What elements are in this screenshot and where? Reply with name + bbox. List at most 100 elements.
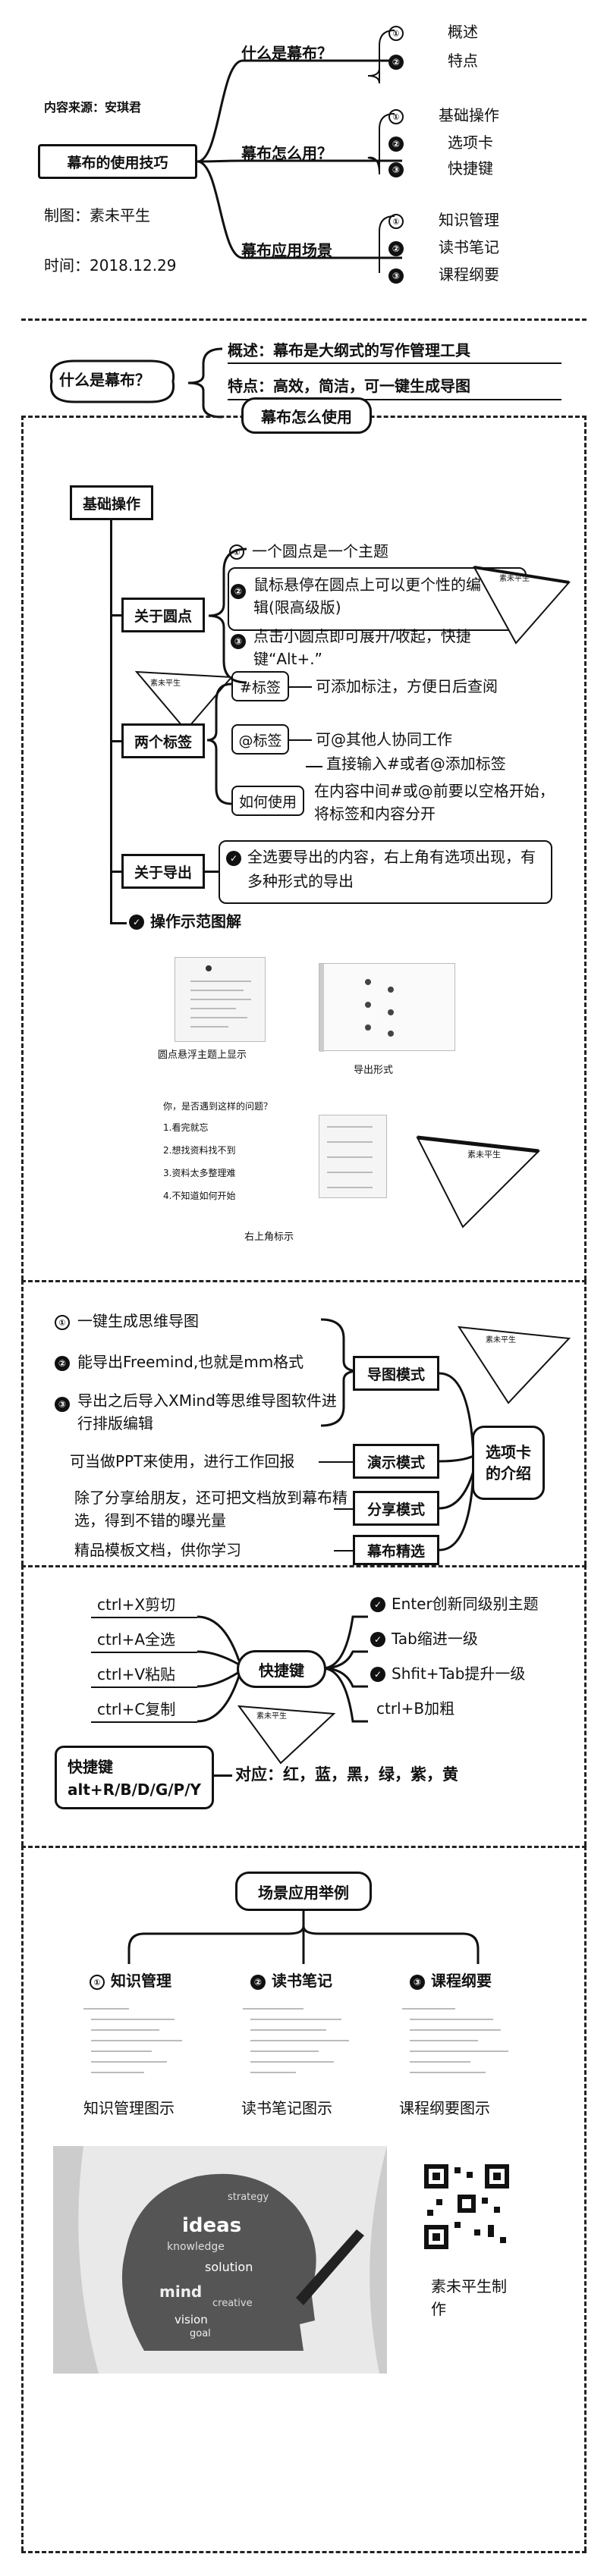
- underline: [228, 399, 561, 400]
- connector: [334, 1508, 353, 1510]
- signature-text: 素未平生: [499, 575, 530, 583]
- text-line: [190, 1008, 236, 1009]
- basic-ops-label: 基础操作: [82, 495, 140, 513]
- dots-brace: [208, 548, 247, 684]
- scene-caption: 知识管理图示: [83, 2099, 175, 2117]
- text-line: [190, 981, 251, 982]
- connector: [289, 686, 312, 688]
- tags-box: 两个标签: [121, 723, 205, 758]
- text-line: [250, 2029, 326, 2031]
- scene-caption: 课程纲要图示: [399, 2099, 490, 2117]
- connector: [289, 739, 312, 741]
- present-desc: 可当做PPT来使用，进行工作回报: [70, 1452, 295, 1470]
- num-icon: ③: [388, 268, 404, 284]
- dot-icon: [206, 965, 212, 971]
- shortcut-center-label: 快捷键: [259, 1661, 304, 1680]
- mindmap-mode-label: 导图模式: [366, 1366, 425, 1383]
- text-line: [327, 1187, 373, 1188]
- text-line: [327, 1156, 373, 1158]
- what-summary: 概述：幕布是大纲式的写作管理工具: [228, 341, 470, 359]
- signature-text: 素未平生: [256, 1712, 287, 1721]
- art-word: mind: [159, 2283, 203, 2301]
- connector: [110, 871, 127, 873]
- demo-icon: ✓: [129, 915, 144, 930]
- num-icon: ②: [231, 584, 246, 599]
- scene-thumb-reading: [235, 2002, 364, 2085]
- screenshot-text: 你，是否遇到这样的问题？ 1.看完就忘 2.想找资料找不到 3.资料太多整理难 …: [163, 1101, 322, 1216]
- num-icon: ①: [388, 26, 404, 41]
- how-to-use-label: 如何使用: [238, 793, 297, 811]
- art-word: strategy: [228, 2192, 269, 2203]
- num-icon: ③: [388, 162, 404, 177]
- head-art-shape: [53, 2146, 387, 2374]
- art-word: vision: [175, 2313, 208, 2327]
- overview-connectors: [197, 59, 402, 259]
- num-icon: ②: [250, 1975, 266, 1990]
- shortcut-right: ctrl+B加粗: [376, 1699, 455, 1718]
- scenes-banner: 场景应用举例: [235, 1872, 372, 1911]
- signature-triangle: [237, 1705, 336, 1765]
- connector: [334, 1550, 353, 1552]
- text-line: [410, 2019, 493, 2020]
- text-line: [250, 2050, 319, 2052]
- underline: [91, 1686, 197, 1688]
- text-line: [190, 1017, 247, 1018]
- connector: [319, 1461, 353, 1463]
- author-text: 制图：素未平生: [44, 206, 150, 224]
- connector: [306, 766, 322, 767]
- dot-icon: [388, 1009, 394, 1015]
- credit-text: 素未平生制作: [431, 2277, 507, 2318]
- shot-line: 3.资料太多整理难: [163, 1168, 236, 1178]
- qr-code-pattern: [421, 2161, 512, 2252]
- connector: [110, 740, 127, 742]
- text-line: [91, 2040, 182, 2041]
- hash-tag-desc: 可添加标注，方便日后查阅: [316, 677, 498, 695]
- export-label: 关于导出: [134, 864, 192, 881]
- scenes-connectors: [127, 1911, 480, 1964]
- divider-vertical: [21, 416, 24, 1280]
- text-line: [327, 1141, 373, 1143]
- basic-ops-box: 基础操作: [70, 485, 153, 520]
- connector: [110, 614, 127, 617]
- overview-branch-scene: 幕布应用场景: [241, 241, 332, 259]
- mindmap-item: 导出之后导入XMind等思维导图软件进行排版编辑: [77, 1392, 337, 1432]
- divider: [21, 2551, 587, 2553]
- check-icon: ✓: [370, 1667, 385, 1682]
- overview-item: 课程纲要: [439, 265, 499, 284]
- tags-brace: [206, 682, 232, 805]
- export-frame: [219, 840, 552, 904]
- featured-label: 幕布精选: [366, 1542, 425, 1560]
- shortcut-right: Shfit+Tab提升一级: [392, 1665, 526, 1683]
- divider-vertical: [21, 1280, 24, 1565]
- num-icon: ①: [229, 544, 244, 560]
- dot-icon: [365, 1002, 371, 1008]
- dot-icon: [388, 987, 394, 993]
- text-line: [91, 2061, 167, 2063]
- overview-item: 选项卡: [448, 133, 493, 152]
- shot-line: 1.看完就忘: [163, 1122, 209, 1133]
- tags-label: 两个标签: [134, 733, 192, 751]
- dot-icon: [388, 1031, 394, 1037]
- num-icon: ③: [231, 634, 246, 649]
- shortcut-left: ctrl+V粘贴: [97, 1665, 176, 1683]
- scene-label: 知识管理: [111, 1972, 171, 1990]
- divider-vertical: [584, 416, 587, 1280]
- connector: [110, 922, 127, 924]
- color-value: 对应：红，蓝，黑，绿，紫，黄: [235, 1765, 458, 1784]
- shortcut-left: ctrl+A全选: [97, 1630, 176, 1649]
- shortcut-left: ctrl+X剪切: [97, 1595, 176, 1614]
- text-line: [410, 2061, 470, 2063]
- signature-triangle: [458, 1326, 571, 1404]
- signature-text: 素未平生: [486, 1336, 516, 1344]
- dots-item: 一个圆点是一个主题: [252, 542, 388, 560]
- art-word: solution: [205, 2260, 253, 2274]
- dots-label: 关于圆点: [134, 607, 192, 625]
- num-icon: ②: [55, 1356, 70, 1371]
- underline: [228, 362, 561, 364]
- dots-item: 点击小圆点即可展开/收起，快捷键“Alt+.”: [253, 627, 471, 668]
- present-mode-box: 演示模式: [353, 1444, 439, 1479]
- art-word: knowledge: [167, 2241, 225, 2253]
- shortcut-connectors: [197, 1615, 368, 1723]
- how-to-use-2: 在内容中间#或@前要以空格开始，将标签和内容分开: [314, 782, 555, 823]
- featured-box: 幕布精选: [353, 1535, 439, 1565]
